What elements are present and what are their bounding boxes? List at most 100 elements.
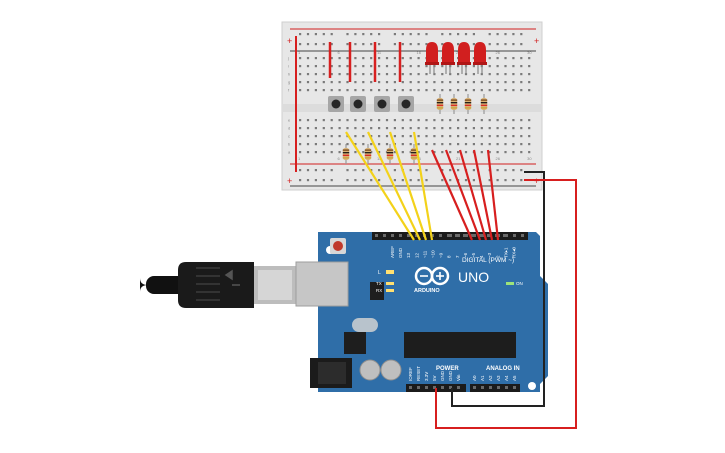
header-hole <box>487 234 490 237</box>
pushbutton-cap[interactable] <box>331 99 341 109</box>
breadboard-hole <box>433 89 436 92</box>
breadboard-hole <box>314 127 317 130</box>
rail-hole <box>417 43 420 46</box>
led-base <box>425 62 439 65</box>
rail-hole <box>354 33 357 36</box>
breadboard-hole <box>354 127 357 130</box>
small-chip <box>370 282 384 300</box>
breadboard-hole <box>362 127 365 130</box>
breadboard-hole <box>385 65 389 68</box>
resistor-band <box>480 107 488 109</box>
breadboard-hole <box>401 143 404 146</box>
pushbutton-cap[interactable] <box>353 99 363 109</box>
rail-hole <box>496 169 499 172</box>
breadboard-hole <box>393 119 396 122</box>
breadboard-hole <box>385 127 389 130</box>
breadboard-hole <box>488 89 491 92</box>
gnd-wire <box>451 171 545 407</box>
top-rail-plus-label-right: + <box>534 36 539 46</box>
digital-pin-label: ~3 <box>487 252 492 258</box>
breadboard-hole <box>528 119 531 122</box>
breadboard-hole <box>306 119 310 122</box>
digital-pin-label: 2 <box>495 255 500 258</box>
rail-hole <box>512 169 515 172</box>
resistor-band <box>436 99 444 101</box>
breadboard-hole <box>417 135 420 138</box>
breadboard-hole <box>504 119 507 122</box>
breadboard-hole <box>314 73 317 76</box>
header-hole <box>441 386 444 389</box>
breadboard-hole <box>512 143 515 146</box>
breadboard-hole <box>520 81 523 84</box>
breadboard-hole <box>401 73 404 76</box>
analog-pin-label: A0 <box>472 375 477 381</box>
breadboard-hole <box>385 57 389 60</box>
digital-pin-label: 12 <box>414 252 419 258</box>
rail-hole <box>520 43 523 46</box>
breadboard-hole <box>362 57 365 60</box>
rail-hole <box>504 179 507 182</box>
breadboard-hole <box>464 89 468 92</box>
rail-hole <box>362 169 365 172</box>
digital-pin-label: 8 <box>447 255 452 258</box>
breadboard-hole <box>346 65 349 68</box>
breadboard-hole <box>441 73 444 76</box>
rail-hole <box>346 169 349 172</box>
breadboard-hole <box>496 81 499 84</box>
rail-hole <box>488 179 491 182</box>
pushbutton-cap[interactable] <box>377 99 387 109</box>
breadboard-hole <box>370 89 373 92</box>
tx-label: TX <box>376 281 382 286</box>
rail-hole <box>512 43 515 46</box>
breadboard-hole <box>457 89 460 92</box>
breadboard-hole <box>314 151 317 154</box>
resistor-band <box>436 102 444 104</box>
breadboard-hole <box>385 135 389 138</box>
breadboard-hole <box>314 135 317 138</box>
header-hole <box>505 386 508 389</box>
on-label: ON <box>516 281 523 286</box>
resistor-band <box>480 102 488 104</box>
capacitor <box>380 359 402 381</box>
breadboard-hole <box>472 119 475 122</box>
resistor-band <box>436 104 444 106</box>
rail-hole <box>354 169 357 172</box>
pushbutton-cap[interactable] <box>401 99 411 109</box>
l-led-label: L <box>378 270 381 276</box>
breadboard-hole <box>385 73 389 76</box>
breadboard-hole <box>512 119 515 122</box>
breadboard-hole <box>314 119 317 122</box>
breadboard-hole <box>362 143 365 146</box>
rail-hole <box>322 33 325 36</box>
rail-hole <box>330 33 333 36</box>
breadboard-hole <box>425 81 428 84</box>
breadboard-hole <box>441 135 444 138</box>
breadboard-hole <box>401 81 404 84</box>
breadboard-hole <box>330 143 333 146</box>
rail-hole <box>299 179 302 182</box>
rail-hole <box>488 33 491 36</box>
breadboard-hole <box>496 135 499 138</box>
resistor-band <box>342 152 350 154</box>
breadboard-hole <box>528 89 531 92</box>
breadboard-hole <box>385 119 389 122</box>
breadboard-hole <box>425 89 428 92</box>
rail-hole <box>393 169 396 172</box>
rail-hole <box>346 179 349 182</box>
breadboard-hole <box>496 65 499 68</box>
row-letter: c <box>288 134 290 139</box>
digital-pin-label: ~6 <box>463 252 468 258</box>
breadboard-hole <box>520 143 523 146</box>
breadboard-hole <box>441 151 444 154</box>
breadboard-hole <box>346 57 349 60</box>
reset-button-cap[interactable] <box>333 241 343 251</box>
breadboard-hole <box>378 135 381 138</box>
breadboard-hole <box>457 143 460 146</box>
breadboard-hole <box>346 127 349 130</box>
breadboard-hole <box>370 65 373 68</box>
analog-header <box>470 384 520 392</box>
breadboard-hole <box>449 89 452 92</box>
header-hole <box>521 234 524 237</box>
breadboard-hole <box>354 65 357 68</box>
